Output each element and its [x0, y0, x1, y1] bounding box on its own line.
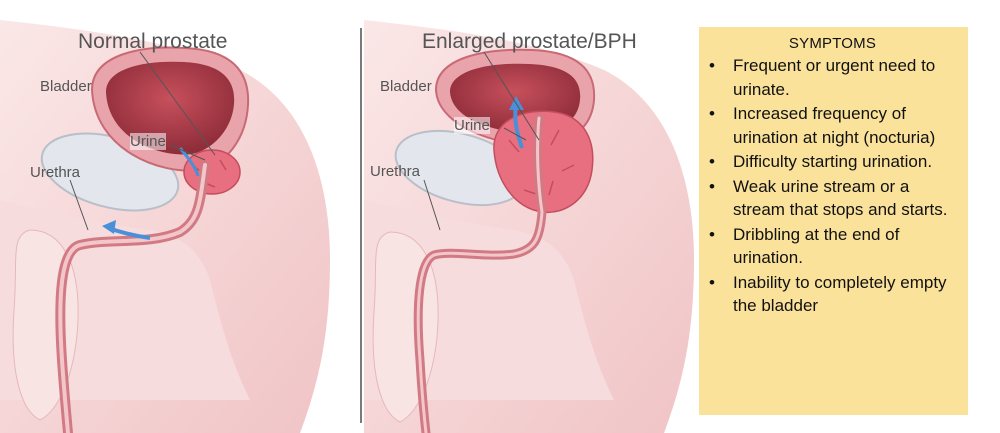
prostate — [183, 149, 241, 195]
bullet-glyph: • — [709, 224, 715, 244]
urethra-leader-line — [69, 179, 89, 231]
bladder-label: Bladder — [40, 78, 92, 95]
symptom-text: Frequent or urgent need to urinate. — [733, 56, 936, 99]
symptom-item: • Difficulty starting urination. — [707, 150, 958, 174]
symptom-item: • Increased frequency of urination at nig… — [707, 102, 958, 149]
symptoms-box: SYMPTOMS • Frequent or urgent need to uri… — [699, 27, 968, 415]
bladder-flow-arrow — [178, 147, 200, 177]
bullet-glyph: • — [709, 176, 715, 196]
urine-label: Urine — [130, 133, 166, 150]
urine-leader-line — [503, 127, 527, 141]
title-leader-line — [483, 51, 540, 141]
bullet-glyph: • — [709, 56, 715, 75]
symptom-item: • Inability to completely empty the bladd… — [707, 271, 958, 318]
symptom-text: Increased frequency of urination at nigh… — [733, 104, 936, 147]
bullet-glyph: • — [709, 152, 715, 171]
urine-label: Urine — [454, 117, 490, 134]
symptom-text: Dribbling at the end of urination. — [733, 224, 900, 268]
panel-title: Enlarged prostate/BPH — [422, 30, 637, 53]
bladder-interior — [106, 61, 235, 155]
symptom-item: • Frequent or urgent need to urinate. — [707, 54, 958, 101]
bph-panel: Enlarged prostate/BPH Bladder Urine Uret… — [364, 0, 700, 433]
normal-prostate-illustration — [0, 20, 330, 433]
prostate-texture — [508, 129, 575, 196]
urine-backflow-arrowhead — [509, 96, 524, 110]
symptom-item: • Dribbling at the end of urination. — [707, 223, 958, 270]
symptoms-heading: SYMPTOMS — [788, 35, 877, 52]
bph-illustration — [364, 20, 694, 433]
urethra-lumen — [416, 116, 544, 433]
urethra-leader-line — [423, 179, 441, 231]
bullet-glyph: • — [709, 272, 715, 292]
title-leader-line — [139, 51, 216, 156]
bladder-label: Bladder — [380, 78, 432, 95]
urethra-label: Urethra — [370, 163, 421, 180]
panel-title: Normal prostate — [78, 30, 228, 53]
urine-flow-arrowhead — [102, 220, 116, 234]
panel-divider — [360, 28, 362, 423]
bullet-glyph: • — [709, 104, 715, 123]
symptom-text: Weak urine stream or a stream that stops… — [733, 176, 948, 220]
symptom-text: Difficulty starting urination. — [733, 152, 933, 171]
urethra-label: Urethra — [30, 164, 81, 181]
urine-leader-line — [169, 144, 206, 161]
urethra-lumen — [58, 163, 207, 433]
symptoms-list: • Frequent or urgent need to urinate. • In… — [707, 54, 958, 318]
symptom-item: • Weak urine stream or a stream that stop… — [707, 175, 958, 222]
normal-prostate-panel: Normal prostate Bladder Urine Urethra — [0, 0, 360, 433]
symptom-text: Inability to completely empty the bladde… — [733, 272, 947, 316]
